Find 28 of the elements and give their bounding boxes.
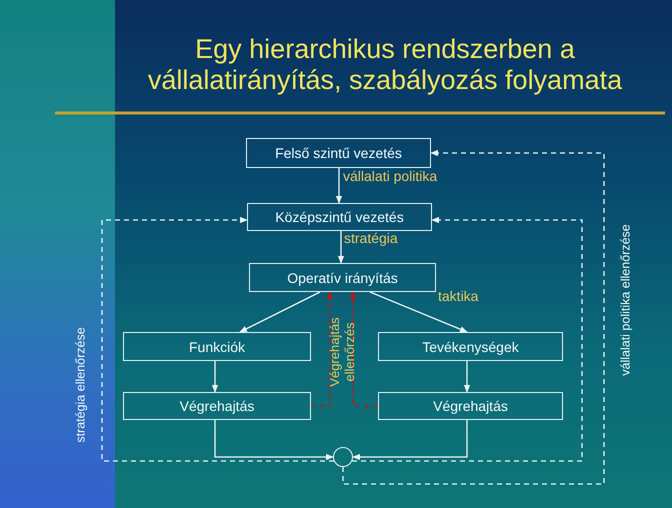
- arrow: [342, 150, 605, 485]
- process-box: Felső szintű vezetés: [246, 138, 431, 168]
- arrow: [101, 216, 334, 462]
- arrow: [464, 361, 470, 393]
- edge-label: vállalati politika ellenőrzése: [618, 224, 632, 376]
- arrow: [311, 291, 334, 407]
- rotated-label: Végrehajtás ellenőrzés: [327, 316, 357, 389]
- arrow: [370, 291, 468, 333]
- edge-label: stratégia ellenőrzése: [73, 327, 88, 443]
- arrow: [352, 420, 468, 460]
- process-box: Végrehajtás: [123, 392, 311, 420]
- arrow: [212, 361, 218, 393]
- arrow: [239, 291, 320, 333]
- process-box: Operatív irányítás: [249, 263, 436, 292]
- arrow: [338, 231, 344, 264]
- process-box: Tevékenységek: [378, 332, 563, 361]
- arrow: [214, 420, 334, 460]
- edge-label: taktika: [438, 288, 478, 304]
- title: Egy hierarchikus rendszerben a vállalatirányítás, szabályozás folyamata: [146, 34, 624, 96]
- edge-label: vállalati politika: [343, 168, 438, 184]
- process-box: Funkciók: [123, 332, 311, 361]
- process-box: Középszintű vezetés: [247, 203, 432, 231]
- arrow: [336, 168, 342, 204]
- arrow: [352, 216, 583, 462]
- junction-circle: [333, 447, 353, 467]
- arrow: [350, 291, 378, 407]
- edge-label: stratégia: [344, 230, 398, 246]
- process-box: Végrehajtás: [378, 392, 563, 420]
